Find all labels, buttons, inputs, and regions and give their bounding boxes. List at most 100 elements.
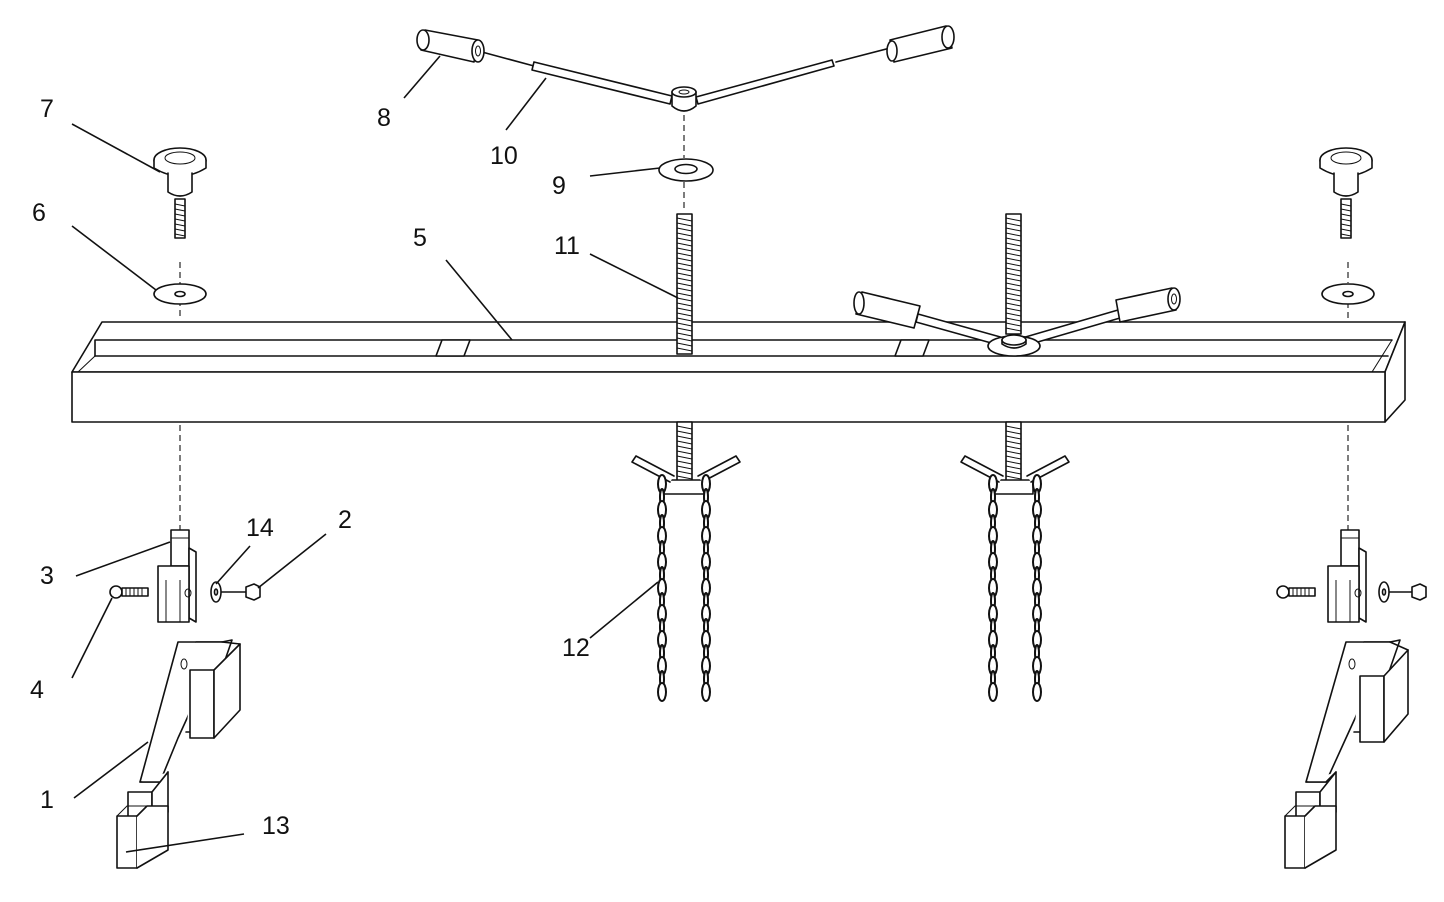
foot-pad-left <box>116 805 169 869</box>
thread-line <box>676 222 693 227</box>
thread-line <box>676 217 693 222</box>
thread-line <box>676 262 693 267</box>
thread-line <box>1005 465 1022 470</box>
handle-grip-left <box>416 29 485 63</box>
chain-link <box>701 682 711 702</box>
washer-small-left <box>210 581 222 603</box>
thread-line <box>1005 302 1022 307</box>
thread-line <box>1005 267 1022 272</box>
bolt-right <box>1276 585 1316 599</box>
thread-line <box>676 312 693 317</box>
chain-link <box>988 682 998 702</box>
bracket-left <box>157 529 197 623</box>
callout-8: 8 <box>377 104 391 132</box>
thread-line <box>1005 297 1022 302</box>
washer-right <box>1321 283 1375 305</box>
thread-line <box>1005 252 1022 257</box>
thread-line <box>676 267 693 272</box>
callout-1: 1 <box>40 786 54 814</box>
leg-left <box>127 639 241 837</box>
knob-screw-left <box>153 147 207 239</box>
thread-line <box>1005 440 1022 445</box>
chain-4 <box>1032 474 1042 702</box>
thread-line <box>1005 445 1022 450</box>
thread-line <box>676 425 693 430</box>
thread-line <box>676 337 693 342</box>
right-leg-assembly <box>1276 147 1427 869</box>
left-leg-assembly <box>109 147 261 869</box>
thread-line <box>676 232 693 237</box>
thread-line <box>676 297 693 302</box>
thread-line <box>676 252 693 257</box>
chain-1 <box>657 474 667 702</box>
thread-line <box>676 242 693 247</box>
washer-left <box>153 283 207 305</box>
bolt-left <box>109 585 149 599</box>
thread-line <box>1005 435 1022 440</box>
callout-11: 11 <box>554 232 580 260</box>
thread-line <box>1005 257 1022 262</box>
thread-line <box>1005 262 1022 267</box>
leg-right <box>1295 639 1409 837</box>
callout-5: 5 <box>413 224 427 252</box>
callout-14: 14 <box>246 514 274 542</box>
callout-10: 10 <box>490 142 518 170</box>
thread-line <box>1005 237 1022 242</box>
thread-line <box>1005 277 1022 282</box>
bracket-right <box>1327 529 1367 623</box>
thread-line <box>676 317 693 322</box>
thread-line <box>676 347 693 352</box>
thread-line <box>676 227 693 232</box>
thread-line <box>676 342 693 347</box>
knob-screw-right <box>1319 147 1373 239</box>
thread-line <box>676 272 693 277</box>
callout-4: 4 <box>30 676 44 704</box>
thread-line <box>1005 455 1022 460</box>
thread-line <box>1005 327 1022 332</box>
nut-right <box>1411 583 1427 601</box>
callout-3: 3 <box>40 562 54 590</box>
tee-handle-assembled <box>853 287 1181 357</box>
thread-line <box>1005 292 1022 297</box>
callout-labels: 7 6 8 10 9 5 11 3 14 2 4 12 1 13 <box>30 95 590 840</box>
thread-line <box>1005 470 1022 475</box>
chain-2 <box>701 474 711 702</box>
thread-line <box>1005 307 1022 312</box>
thread-line <box>1005 217 1022 222</box>
thread-line <box>676 475 693 480</box>
callout-13: 13 <box>262 812 290 840</box>
tee-handle-exploded <box>416 25 955 212</box>
thread-line <box>676 327 693 332</box>
chain-link <box>1032 682 1042 702</box>
thread-line <box>1005 430 1022 435</box>
thread-line <box>1005 460 1022 465</box>
thread-line <box>1005 450 1022 455</box>
thread-line <box>676 445 693 450</box>
thread-line <box>676 282 693 287</box>
thread-line <box>676 430 693 435</box>
thread-line <box>1005 317 1022 322</box>
thread-line <box>676 440 693 445</box>
chain-link <box>657 682 667 702</box>
thread-line <box>1005 222 1022 227</box>
thread-line <box>676 450 693 455</box>
washer-small-right <box>1378 581 1390 603</box>
chain-3 <box>988 474 998 702</box>
thread-line <box>676 302 693 307</box>
callout-7: 7 <box>40 95 54 123</box>
thread-line <box>676 292 693 297</box>
thread-line <box>676 257 693 262</box>
leader-lines <box>71 55 679 853</box>
thread-line <box>676 237 693 242</box>
thread-line <box>676 287 693 292</box>
thread-line <box>1005 322 1022 327</box>
thread-line <box>676 322 693 327</box>
callout-9: 9 <box>552 172 566 200</box>
support-beam <box>71 321 1406 423</box>
foot-pad-right <box>1284 805 1337 869</box>
thread-line <box>676 277 693 282</box>
thread-line <box>1005 272 1022 277</box>
thread-line <box>676 465 693 470</box>
nut-left <box>245 583 261 601</box>
